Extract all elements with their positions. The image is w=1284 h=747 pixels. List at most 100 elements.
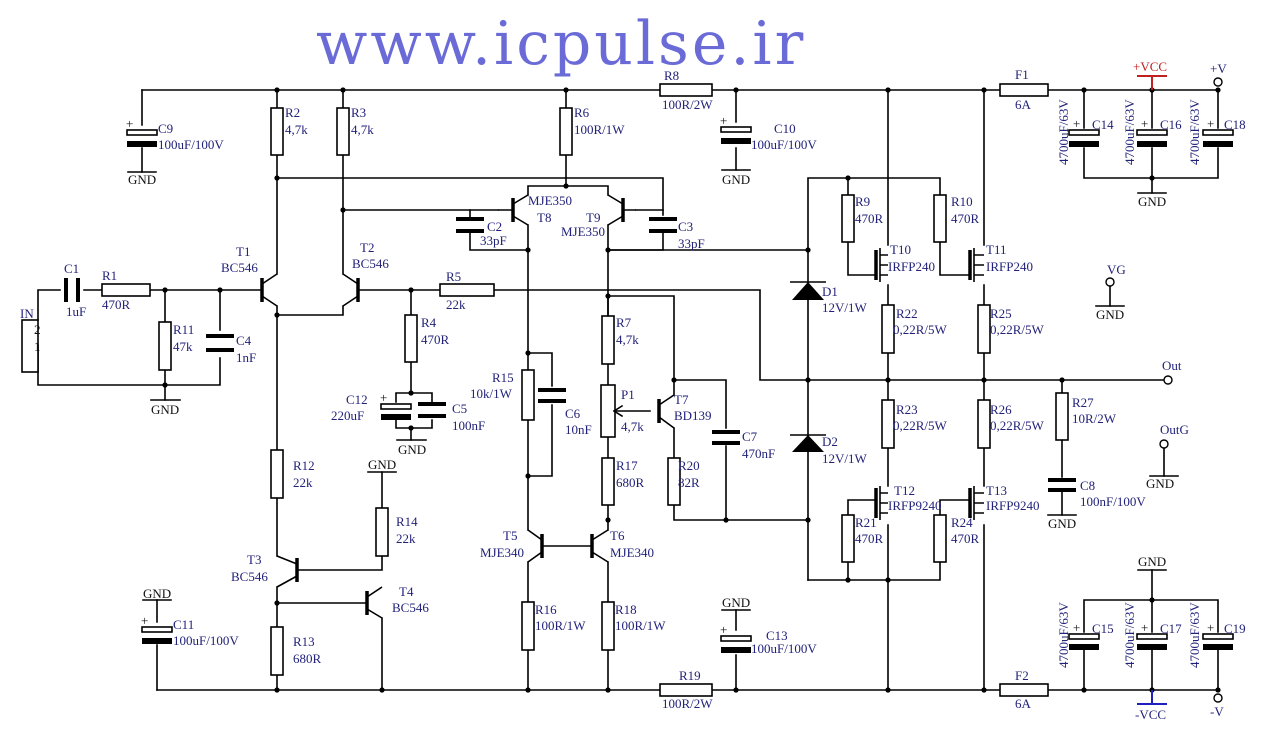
resistor-r20 <box>667 457 681 506</box>
svg-text:10nF: 10nF <box>565 422 592 437</box>
svg-text:IRFP9240: IRFP9240 <box>888 498 941 513</box>
svg-text:IRFP240: IRFP240 <box>888 259 935 274</box>
resistor-r3 <box>336 107 350 156</box>
svg-text:C9: C9 <box>158 121 173 136</box>
svg-text:10R/2W: 10R/2W <box>1072 411 1117 426</box>
svg-text:22k: 22k <box>446 297 466 312</box>
labels: IN 2 1 C1 1uF R1 470R R11 47k C4 1nF GND… <box>20 59 1246 722</box>
resistor-r12 <box>270 449 284 499</box>
svg-text:+V: +V <box>1210 61 1227 76</box>
svg-text:T8: T8 <box>537 210 551 225</box>
svg-text:R15: R15 <box>492 370 514 385</box>
resistor-r7 <box>601 315 615 365</box>
svg-text:R2: R2 <box>285 105 300 120</box>
svg-text:MJE340: MJE340 <box>480 545 524 560</box>
svg-text:10k/1W: 10k/1W <box>470 386 513 401</box>
resistor-r8 <box>659 83 713 97</box>
svg-text:12V/1W: 12V/1W <box>822 300 868 315</box>
svg-text:T12: T12 <box>894 483 915 498</box>
svg-text:R14: R14 <box>396 514 418 529</box>
svg-text:R1: R1 <box>102 268 117 283</box>
svg-text:GND: GND <box>1048 516 1076 531</box>
svg-text:GND: GND <box>368 457 396 472</box>
svg-text:GND: GND <box>398 442 426 457</box>
svg-text:100R/2W: 100R/2W <box>662 97 713 112</box>
svg-text:100uF/100V: 100uF/100V <box>751 641 817 656</box>
transistors <box>260 194 984 619</box>
svg-text:4,7k: 4,7k <box>285 122 308 137</box>
svg-text:D2: D2 <box>822 434 838 449</box>
svg-text:C8: C8 <box>1080 478 1095 493</box>
resistor-r25 <box>977 304 991 354</box>
svg-text:C14: C14 <box>1092 117 1114 132</box>
svg-text:22k: 22k <box>293 475 313 490</box>
svg-text:BC546: BC546 <box>231 569 268 584</box>
vcc-negative-symbol <box>1137 690 1167 705</box>
electrolytic-caps <box>126 126 1234 653</box>
svg-text:C11: C11 <box>173 617 194 632</box>
svg-text:-VCC: -VCC <box>1135 707 1166 722</box>
svg-text:T4: T4 <box>399 584 414 599</box>
svg-text:VG: VG <box>1107 262 1126 277</box>
svg-text:1nF: 1nF <box>236 350 256 365</box>
svg-text:+VCC: +VCC <box>1133 59 1167 74</box>
svg-text:R5: R5 <box>446 269 461 284</box>
svg-text:OutG: OutG <box>1160 422 1189 437</box>
svg-text:470R: 470R <box>102 297 131 312</box>
svg-text:C17: C17 <box>1160 621 1182 636</box>
svg-text:R8: R8 <box>664 68 679 83</box>
svg-text:R7: R7 <box>616 315 632 330</box>
resistor-r4 <box>404 314 418 363</box>
resistor-r27 <box>1055 392 1069 441</box>
resistor-r6 <box>559 107 573 156</box>
svg-text:R17: R17 <box>616 458 638 473</box>
resistor-r11 <box>158 321 172 371</box>
svg-text:+: + <box>720 622 727 637</box>
svg-text:R24: R24 <box>951 515 973 530</box>
svg-text:470R: 470R <box>951 211 980 226</box>
svg-text:IN: IN <box>20 306 34 321</box>
resistor-r2 <box>270 107 284 156</box>
svg-text:R21: R21 <box>855 515 877 530</box>
svg-text:R26: R26 <box>990 402 1012 417</box>
resistor-r15 <box>521 369 535 421</box>
svg-text:4700uF/63V: 4700uF/63V <box>1056 602 1071 668</box>
svg-text:R19: R19 <box>679 668 701 683</box>
svg-text:R18: R18 <box>615 602 637 617</box>
svg-text:680R: 680R <box>293 651 322 666</box>
svg-text:GND: GND <box>1138 194 1166 209</box>
svg-text:470R: 470R <box>421 332 450 347</box>
svg-text:R11: R11 <box>173 322 194 337</box>
svg-text:IRFP9240: IRFP9240 <box>986 498 1039 513</box>
zener-diodes <box>790 281 826 452</box>
svg-text:33pF: 33pF <box>678 236 705 251</box>
resistor-r17 <box>601 457 615 506</box>
resistor-r19 <box>659 683 713 697</box>
svg-text:BC546: BC546 <box>392 600 429 615</box>
watermark: www.icpulse.ir <box>316 9 806 79</box>
svg-text:0,22R/5W: 0,22R/5W <box>893 418 948 433</box>
svg-text:R27: R27 <box>1072 395 1094 410</box>
svg-text:T3: T3 <box>247 552 261 567</box>
svg-text:47k: 47k <box>173 339 193 354</box>
fuse-f1 <box>999 83 1049 97</box>
svg-text:GND: GND <box>1096 307 1124 322</box>
wires <box>37 89 1219 691</box>
svg-text:6A: 6A <box>1015 696 1032 711</box>
svg-text:T7: T7 <box>674 392 689 407</box>
svg-text:4700uF/63V: 4700uF/63V <box>1187 602 1202 668</box>
pot-wiper-arrow <box>612 404 624 418</box>
resistor-r18 <box>601 601 615 651</box>
svg-text:C13: C13 <box>766 628 788 643</box>
svg-text:BD139: BD139 <box>674 408 712 423</box>
svg-text:D1: D1 <box>822 284 838 299</box>
svg-text:R23: R23 <box>896 402 918 417</box>
resistor-r14 <box>375 507 389 557</box>
vcc-positive-symbol <box>1137 75 1167 90</box>
svg-text:470R: 470R <box>855 531 884 546</box>
resistors <box>101 83 1069 697</box>
svg-text:R12: R12 <box>293 458 315 473</box>
svg-text:100uF/100V: 100uF/100V <box>158 137 224 152</box>
svg-text:1: 1 <box>34 339 41 354</box>
